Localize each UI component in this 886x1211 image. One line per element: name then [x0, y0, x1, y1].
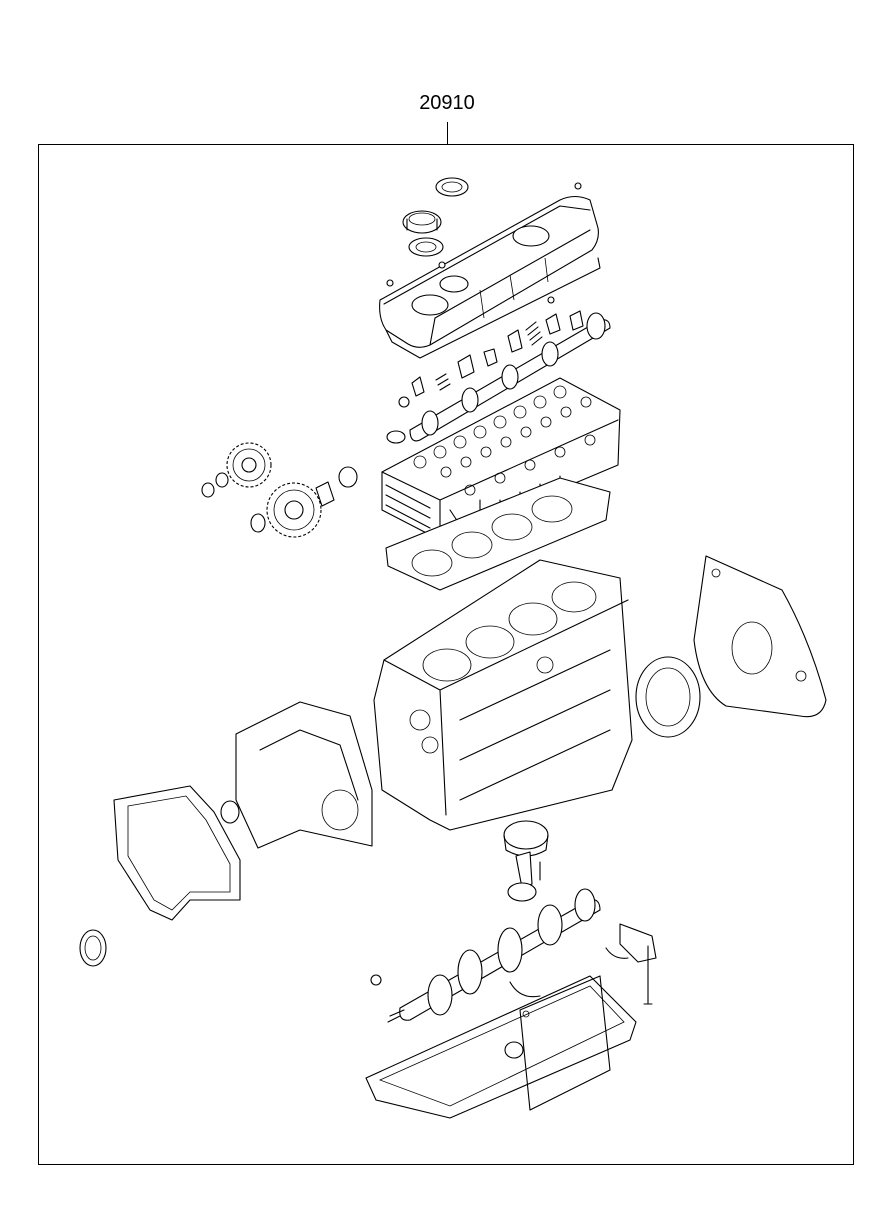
timing-gears [202, 443, 357, 537]
front-cover-gasket [114, 786, 240, 920]
leader-line [447, 122, 448, 144]
rocker-arm-assembly [399, 311, 583, 407]
part-number-label: 20910 [419, 92, 475, 114]
cylinder-head [382, 378, 620, 540]
main-bearing-caps [510, 924, 656, 1004]
oil-pan [366, 976, 636, 1118]
front-oil-seal [80, 801, 239, 966]
cylinder-block [374, 560, 632, 830]
assembly-frame [38, 144, 854, 1165]
piston-connecting-rod [504, 821, 548, 901]
cylinder-head-cover [380, 197, 600, 359]
head-gasket [386, 478, 610, 590]
front-gear-case [236, 702, 372, 848]
crankshaft [371, 889, 600, 1022]
camshaft [387, 313, 610, 443]
rear-end-plate [694, 556, 826, 717]
rear-oil-seal [636, 657, 700, 737]
oil-filler-cap [403, 178, 581, 256]
